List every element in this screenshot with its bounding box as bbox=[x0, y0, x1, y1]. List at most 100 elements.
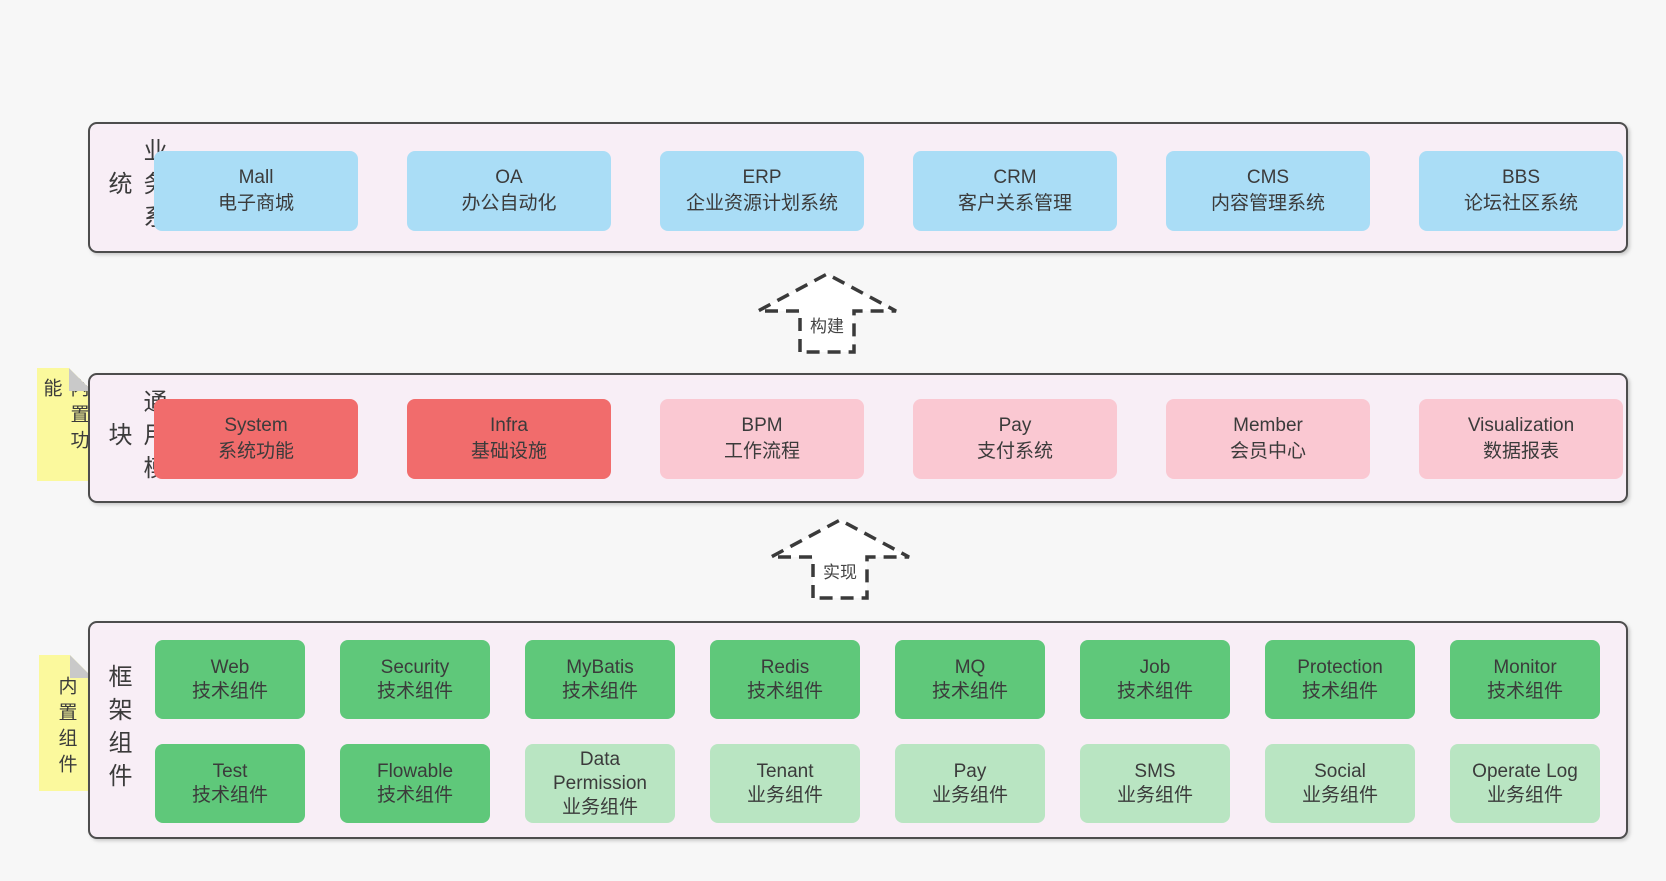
box-subtitle: 业务组件 bbox=[561, 796, 638, 818]
box-subtitle: 技术组件 bbox=[1116, 680, 1193, 702]
box-title: Redis bbox=[760, 656, 810, 678]
box-title: Data Permission bbox=[553, 748, 647, 794]
box-title: MyBatis bbox=[566, 656, 634, 678]
box-title: Member bbox=[1233, 415, 1303, 436]
component-box-bbs: BBS 论坛社区系统 bbox=[1419, 151, 1623, 231]
sticky-note-builtin-components: 内置组件 bbox=[39, 655, 93, 791]
box-subtitle: 技术组件 bbox=[376, 680, 453, 702]
component-box-cms: CMS 内容管理系统 bbox=[1166, 151, 1370, 231]
build-arrow: 构建 bbox=[754, 270, 900, 356]
component-box-mall: Mall 电子商城 bbox=[154, 151, 358, 231]
box-title: Web bbox=[210, 656, 250, 678]
box-subtitle: 企业资源计划系统 bbox=[685, 193, 838, 214]
box-subtitle: 会员中心 bbox=[1229, 441, 1306, 462]
box-title: System bbox=[224, 415, 288, 436]
box-title: SMS bbox=[1134, 760, 1176, 782]
box-subtitle: 技术组件 bbox=[191, 680, 268, 702]
box-subtitle: 数据报表 bbox=[1482, 441, 1559, 462]
box-subtitle: 电子商城 bbox=[217, 193, 294, 214]
box-title: BPM bbox=[741, 415, 783, 436]
box-subtitle: 业务组件 bbox=[1116, 784, 1193, 806]
arrow-label: 实现 bbox=[820, 558, 860, 583]
box-title: OA bbox=[495, 167, 523, 188]
box-subtitle: 论坛社区系统 bbox=[1463, 193, 1578, 214]
box-subtitle: 业务组件 bbox=[1486, 784, 1563, 806]
box-subtitle: 技术组件 bbox=[1301, 680, 1378, 702]
box-subtitle: 技术组件 bbox=[376, 784, 453, 806]
box-title: Visualization bbox=[1467, 415, 1575, 436]
box-subtitle: 业务组件 bbox=[1301, 784, 1378, 806]
box-title: Infra bbox=[489, 415, 529, 436]
box-title: Security bbox=[380, 656, 450, 678]
box-subtitle: 技术组件 bbox=[746, 680, 823, 702]
box-title: Tenant bbox=[756, 760, 814, 782]
component-box-oa: OA 办公自动化 bbox=[407, 151, 611, 231]
layer-side-label: 框架组件 bbox=[104, 664, 131, 796]
box-subtitle: 基础设施 bbox=[470, 441, 547, 462]
component-box-crm: CRM 客户关系管理 bbox=[913, 151, 1117, 231]
sticky-note-builtin-features: 内置功能 bbox=[37, 368, 92, 481]
box-subtitle: 技术组件 bbox=[1486, 680, 1563, 702]
component-box-infra: Infra 基础设施 bbox=[407, 399, 611, 479]
box-subtitle: 办公自动化 bbox=[461, 193, 557, 214]
box-title: Pay bbox=[998, 415, 1032, 436]
box-title: Mall bbox=[238, 167, 274, 188]
component-box-member: Member 会员中心 bbox=[1166, 399, 1370, 479]
box-subtitle: 客户关系管理 bbox=[957, 193, 1072, 214]
box-title: Test bbox=[212, 760, 248, 782]
box-subtitle: 工作流程 bbox=[723, 441, 800, 462]
box-title: Social bbox=[1314, 760, 1366, 782]
box-subtitle: 内容管理系统 bbox=[1210, 193, 1325, 214]
box-subtitle: 支付系统 bbox=[976, 441, 1053, 462]
component-box-visualization: Visualization 数据报表 bbox=[1419, 399, 1623, 479]
box-subtitle: 技术组件 bbox=[191, 784, 268, 806]
arrow-label: 构建 bbox=[807, 312, 847, 337]
component-box-pay: Pay 支付系统 bbox=[913, 399, 1117, 479]
implement-arrow: 实现 bbox=[767, 516, 913, 602]
box-subtitle: 技术组件 bbox=[931, 680, 1008, 702]
box-title: Flowable bbox=[376, 760, 454, 782]
box-title: Monitor bbox=[1493, 656, 1557, 678]
box-title: Job bbox=[1139, 656, 1171, 678]
box-title: CMS bbox=[1246, 167, 1290, 188]
box-subtitle: 技术组件 bbox=[561, 680, 638, 702]
note-label: 内置功能 bbox=[40, 378, 89, 456]
box-title: CRM bbox=[993, 167, 1037, 188]
box-title: Operate Log bbox=[1472, 760, 1578, 782]
box-subtitle: 业务组件 bbox=[746, 784, 823, 806]
component-box-erp: ERP 企业资源计划系统 bbox=[660, 151, 864, 231]
box-row: System 系统功能 Infra 基础设施 BPM 工作流程 Pay 支付系统 Member 会… bbox=[154, 399, 1623, 479]
component-box-bpm: BPM 工作流程 bbox=[660, 399, 864, 479]
box-row: Mall 电子商城 OA 办公自动化 ERP 企业资源计划系统 CRM 客户关系管理 CMS 内容… bbox=[154, 151, 1623, 231]
box-title: ERP bbox=[742, 167, 782, 188]
box-title: Pay bbox=[953, 760, 987, 782]
note-label: 内置组件 bbox=[55, 676, 77, 780]
box-title: MQ bbox=[954, 656, 986, 678]
box-title: Protection bbox=[1297, 656, 1383, 678]
box-subtitle: 业务组件 bbox=[931, 784, 1008, 806]
box-title: BBS bbox=[1501, 167, 1541, 188]
component-box-system: System 系统功能 bbox=[154, 399, 358, 479]
box-subtitle: 系统功能 bbox=[217, 441, 294, 462]
